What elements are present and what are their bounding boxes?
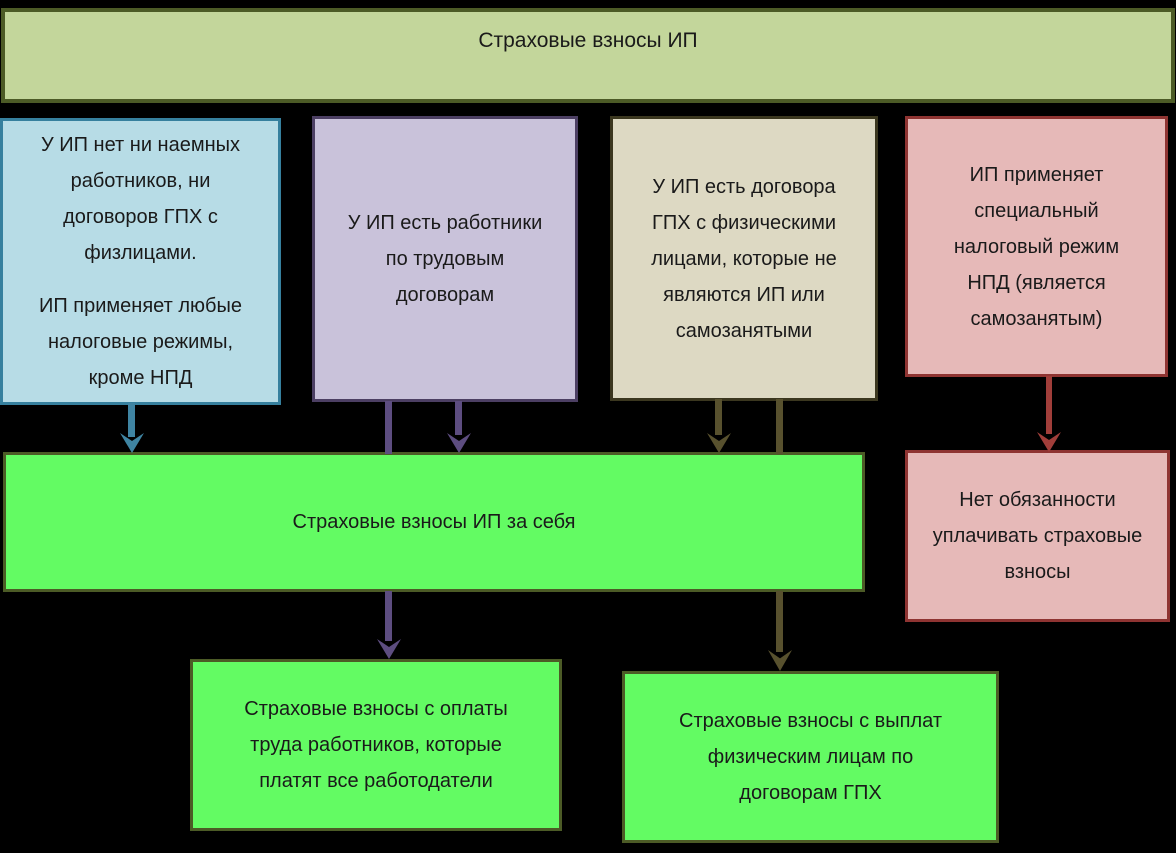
node-gph-payments-label: Страховые взносы с выплат физическим лиц… bbox=[679, 710, 942, 804]
arrow-employees-to-payroll-line-upper bbox=[385, 401, 392, 454]
arrow-npd-to-no-obligation-head-icon bbox=[1037, 432, 1061, 452]
arrow-employees-to-self-line bbox=[455, 401, 462, 435]
node-payroll-contributions: Страховые взносы с оплаты труда работник… bbox=[190, 659, 562, 831]
arrow-gph-contracts-to-gph-payments-head-icon bbox=[768, 650, 792, 671]
node-no-obligation-label: Нет обязанности уплачивать страховые взн… bbox=[932, 489, 1143, 583]
node-npd: ИП применяет специальный налоговый режим… bbox=[905, 116, 1168, 377]
node-no-employees-para2: ИП применяет любые налоговые режимы, кро… bbox=[39, 295, 242, 389]
arrow-no-employees-to-self-line bbox=[128, 403, 135, 437]
node-title: Страховые взносы ИП bbox=[1, 8, 1175, 103]
arrow-gph-contracts-to-gph-payments-line-upper bbox=[776, 399, 783, 454]
arrow-employees-to-payroll-line-lower bbox=[385, 591, 392, 641]
arrow-gph-contracts-to-self-head-icon bbox=[707, 433, 731, 453]
arrow-employees-to-self-head-icon bbox=[447, 433, 471, 453]
node-gph-contracts: У ИП есть договора ГПХ с физическими лиц… bbox=[610, 116, 878, 401]
node-employees-label: У ИП есть работники по трудовым договора… bbox=[347, 212, 543, 306]
node-gph-contracts-label: У ИП есть договора ГПХ с физическими лиц… bbox=[651, 175, 837, 342]
node-title-label: Страховые взносы ИП bbox=[478, 29, 698, 52]
node-no-employees: У ИП нет ни наемных работников, ни догов… bbox=[0, 118, 281, 405]
arrow-gph-contracts-to-self-line bbox=[715, 399, 722, 435]
node-gph-payments: Страховые взносы с выплат физическим лиц… bbox=[622, 671, 999, 843]
node-payroll-contributions-label: Страховые взносы с оплаты труда работник… bbox=[244, 698, 508, 792]
node-self-contributions: Страховые взносы ИП за себя bbox=[3, 452, 865, 592]
node-npd-label: ИП применяет специальный налоговый режим… bbox=[953, 163, 1120, 330]
arrow-employees-to-payroll-head-icon bbox=[377, 639, 401, 659]
arrow-npd-to-no-obligation-line bbox=[1046, 376, 1052, 434]
node-employees: У ИП есть работники по трудовым договора… bbox=[312, 116, 578, 402]
arrow-gph-contracts-to-gph-payments-line-lower bbox=[776, 591, 783, 652]
node-self-contributions-label: Страховые взносы ИП за себя bbox=[292, 511, 576, 533]
node-no-obligation: Нет обязанности уплачивать страховые взн… bbox=[905, 450, 1170, 622]
node-no-employees-para1: У ИП нет ни наемных работников, ни догов… bbox=[40, 134, 241, 264]
